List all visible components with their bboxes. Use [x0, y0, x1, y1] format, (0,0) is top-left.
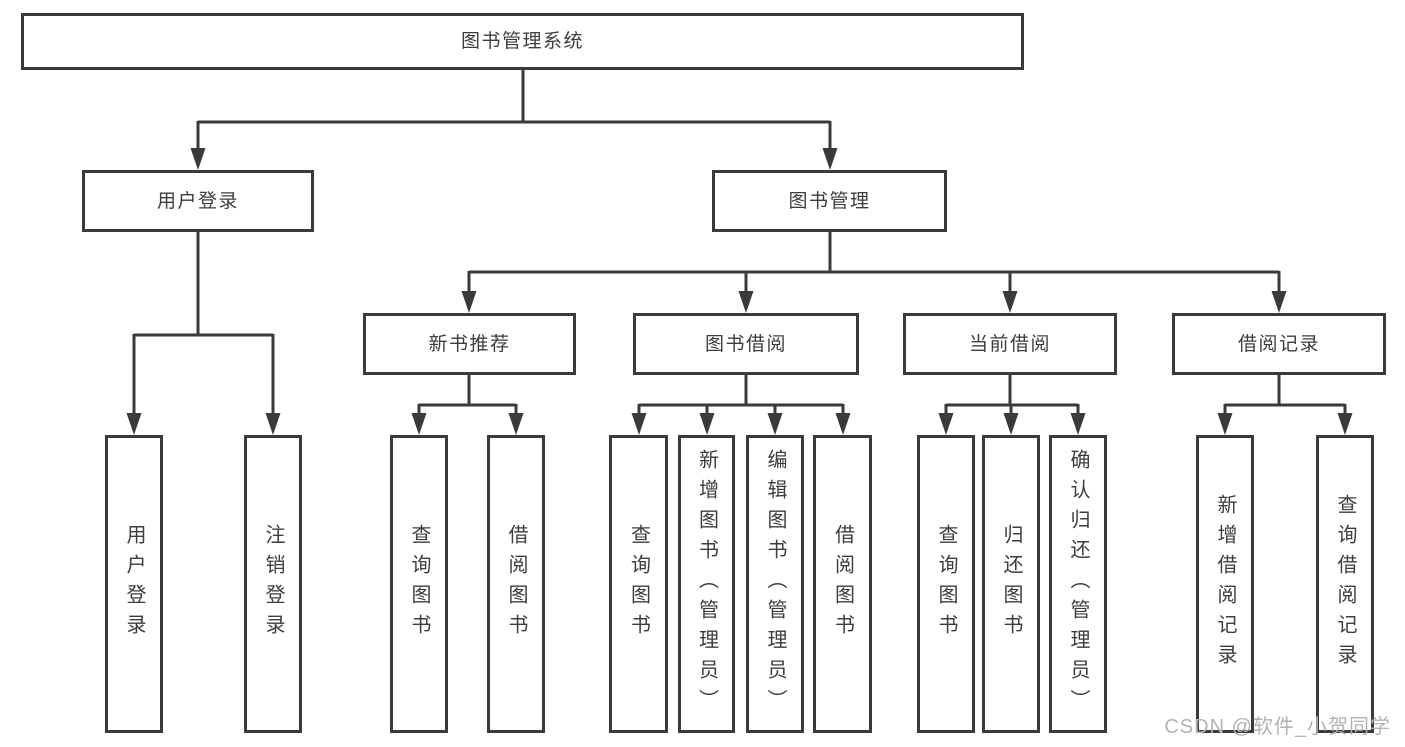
arrowhead-icon — [1002, 291, 1018, 313]
arrowhead-icon — [835, 413, 851, 435]
node-user-login: 用户登录 — [82, 170, 314, 232]
arrowhead-icon — [1337, 413, 1353, 435]
arrowhead-icon — [265, 413, 281, 435]
node-leaf-query-borrow-record: 查询借阅记录 — [1316, 435, 1374, 733]
node-label-leaf-logout: 注销登录 — [262, 524, 284, 644]
node-leaf-confirm-return: 确认归还（管理员） — [1049, 435, 1107, 733]
node-label-current-borrow: 当前借阅 — [968, 333, 1051, 355]
node-leaf-query-book-a: 查询图书 — [390, 435, 448, 733]
node-label-user-login: 用户登录 — [156, 190, 239, 212]
node-label-leaf-add-borrow-record: 新增借阅记录 — [1214, 494, 1236, 674]
arrowhead-icon — [1070, 413, 1086, 435]
node-leaf-logout: 注销登录 — [244, 435, 302, 733]
arrowhead-icon — [938, 413, 954, 435]
arrowhead-icon — [508, 413, 524, 435]
node-leaf-borrow-book-b: 借阅图书 — [813, 435, 872, 733]
node-label-leaf-borrow-book-b: 借阅图书 — [831, 524, 854, 644]
node-label-leaf-query-book-b: 查询图书 — [627, 524, 650, 644]
node-book-management: 图书管理 — [712, 170, 947, 232]
node-label-leaf-query-borrow-record: 查询借阅记录 — [1334, 494, 1356, 674]
arrowhead-icon — [461, 291, 477, 313]
node-current-borrow: 当前借阅 — [903, 313, 1117, 375]
arrowhead-icon — [1217, 413, 1233, 435]
node-leaf-add-borrow-record: 新增借阅记录 — [1196, 435, 1254, 733]
node-leaf-user-login: 用户登录 — [105, 435, 163, 733]
node-root: 图书管理系统 — [21, 13, 1024, 70]
node-label-root: 图书管理系统 — [460, 31, 584, 52]
arrowhead-icon — [699, 413, 715, 435]
node-label-leaf-confirm-return: 确认归还（管理员） — [1067, 449, 1089, 719]
node-label-book-borrow: 图书借阅 — [704, 333, 787, 355]
node-label-leaf-query-book-a: 查询图书 — [408, 524, 430, 644]
node-label-new-book-recommend: 新书推荐 — [428, 333, 511, 355]
arrowhead-icon — [738, 291, 754, 313]
node-leaf-borrow-book-a: 借阅图书 — [487, 435, 545, 733]
node-leaf-add-book-admin: 新增图书（管理员） — [678, 435, 735, 733]
node-leaf-edit-book-admin: 编辑图书（管理员） — [746, 435, 804, 733]
arrowhead-icon — [822, 148, 838, 170]
arrowhead-icon — [190, 148, 206, 170]
arrowhead-icon — [1271, 291, 1287, 313]
arrowhead-icon — [631, 413, 647, 435]
node-label-leaf-query-book-c: 查询图书 — [935, 524, 957, 644]
node-leaf-return-book: 归还图书 — [982, 435, 1040, 733]
arrowhead-icon — [411, 413, 427, 435]
node-book-borrow: 图书借阅 — [633, 313, 859, 375]
node-label-leaf-return-book: 归还图书 — [1000, 524, 1022, 644]
arrowhead-icon — [126, 413, 142, 435]
arrowhead-icon — [767, 413, 783, 435]
watermark: CSDN @软件_小贺同学 — [1164, 716, 1391, 738]
node-borrow-records: 借阅记录 — [1172, 313, 1386, 375]
node-label-borrow-records: 借阅记录 — [1237, 333, 1320, 355]
node-leaf-query-book-b: 查询图书 — [609, 435, 668, 733]
node-label-book-management: 图书管理 — [788, 190, 871, 212]
node-leaf-query-book-c: 查询图书 — [917, 435, 975, 733]
node-label-leaf-edit-book-admin: 编辑图书（管理员） — [764, 449, 786, 719]
node-new-book-recommend: 新书推荐 — [363, 313, 576, 375]
node-label-leaf-add-book-admin: 新增图书（管理员） — [695, 449, 718, 719]
node-label-leaf-borrow-book-a: 借阅图书 — [505, 524, 527, 644]
node-label-leaf-user-login: 用户登录 — [123, 524, 145, 644]
arrowhead-icon — [1003, 413, 1019, 435]
